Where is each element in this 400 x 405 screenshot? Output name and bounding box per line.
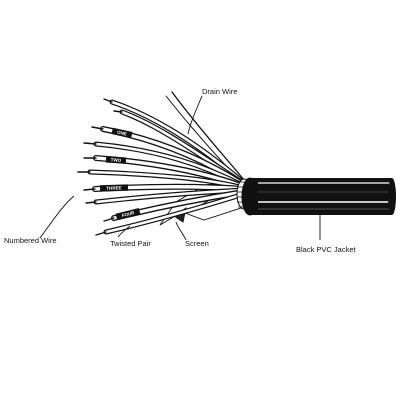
marking-four: FOUR: [115, 207, 141, 221]
screen-callout: [175, 221, 187, 241]
labels: Drain Wire Numbered Wire Twisted Pair Sc…: [4, 87, 357, 254]
marking-three: THREE: [99, 184, 129, 192]
pvc-jacket: [241, 177, 396, 216]
marking-one: ONE: [111, 127, 133, 139]
wire-markings: ONE TWO THREE FOUR: [99, 127, 141, 221]
marking-three-text: THREE: [106, 185, 121, 191]
jacket-label: Black PVC Jacket: [296, 245, 357, 254]
callout-lines: [39, 95, 321, 241]
twisted-pair-callout: [117, 225, 131, 238]
numbered-wire-callout: [39, 195, 75, 239]
marking-one-text: ONE: [117, 130, 128, 137]
drain-wire-callout: [187, 95, 203, 135]
marking-four-text: FOUR: [121, 210, 135, 218]
twisted-pair-label: Twisted Pair: [110, 239, 151, 248]
screen-label: Screen: [185, 239, 209, 248]
drain-wire-label: Drain Wire: [202, 87, 237, 96]
marking-two: TWO: [105, 156, 127, 164]
numbered-wire-label: Numbered Wire: [4, 236, 57, 245]
marking-two-text: TWO: [111, 157, 122, 163]
